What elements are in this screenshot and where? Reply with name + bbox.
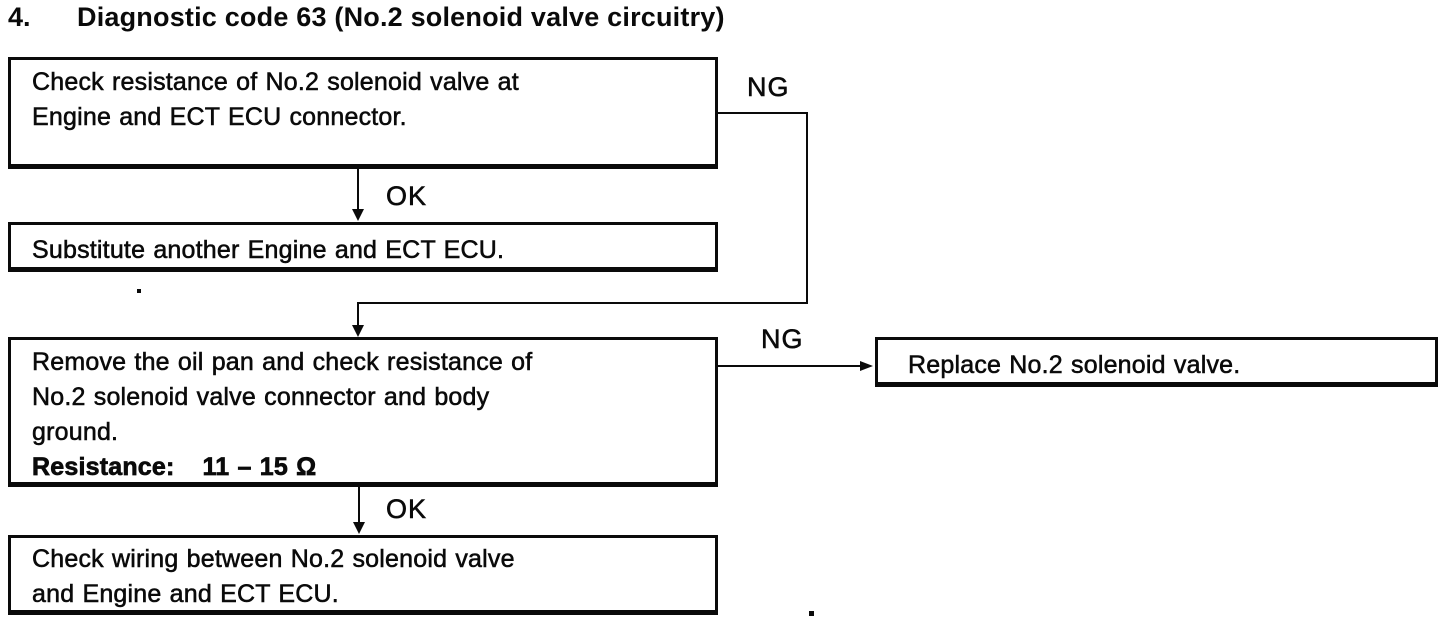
arrowhead-down-icon <box>352 209 364 221</box>
arrowhead-down-icon <box>352 325 364 337</box>
box-text-line: and Engine and ECT ECU. <box>32 580 339 609</box>
connector-line-ng1-across <box>357 302 808 304</box>
spec-value: 11 – 15 Ω <box>202 453 317 482</box>
resistance-spec-line: Resistance: 11 – 15 Ω <box>32 450 697 485</box>
box-text-line: No.2 solenoid valve connector and body <box>32 383 490 412</box>
flow-box-substitute-ecu: Substitute another Engine and ECT ECU. <box>8 222 718 272</box>
flow-box-replace-valve: Replace No.2 solenoid valve. <box>875 337 1438 387</box>
section-number: 4. <box>8 2 31 32</box>
box-text-line: Remove the oil pan and check resistance … <box>32 348 533 377</box>
box-text-line: ground. <box>32 418 119 447</box>
connector-line-ok2 <box>358 487 360 523</box>
flow-box-check-resistance: Check resistance of No.2 solenoid valve … <box>8 57 718 169</box>
connector-line-ng2 <box>718 365 862 367</box>
flow-box-check-wiring: Check wiring between No.2 solenoid valve… <box>8 535 718 615</box>
box-text-line: Check wiring between No.2 solenoid valve <box>32 545 515 574</box>
box-text-line: Check resistance of No.2 solenoid valve … <box>32 68 519 97</box>
box-text-line: Replace No.2 solenoid valve. <box>908 351 1241 380</box>
connector-line-ng1-out <box>718 112 808 114</box>
spec-label: Resistance: <box>32 453 175 482</box>
edge-label-ng: NG <box>761 324 804 355</box>
edge-label-ng: NG <box>747 72 790 103</box>
arrowhead-down-icon <box>353 522 365 534</box>
connector-line-ok1 <box>357 169 359 210</box>
arrowhead-right-icon <box>860 361 873 371</box>
box-text-line: Substitute another Engine and ECT ECU. <box>32 236 505 265</box>
stray-mark-dot <box>809 611 814 616</box>
connector-line-ng1-down <box>806 112 808 304</box>
stray-mark-dot <box>137 289 141 293</box>
connector-line-ng1-stub <box>357 302 359 326</box>
page-title: Diagnostic code 63 (No.2 solenoid valve … <box>77 2 725 32</box>
edge-label-ok: OK <box>386 494 428 525</box>
flow-box-remove-oil-pan: Remove the oil pan and check resistance … <box>8 337 718 487</box>
box-text-line: Engine and ECT ECU connector. <box>32 103 407 132</box>
edge-label-ok: OK <box>386 181 428 212</box>
